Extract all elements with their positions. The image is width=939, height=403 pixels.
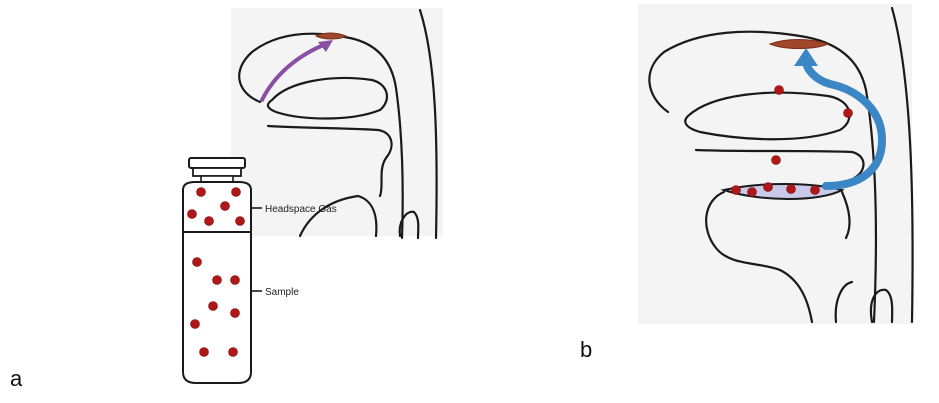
head-a	[231, 8, 443, 238]
sample-molecule	[231, 276, 240, 285]
headspace-molecule	[197, 188, 206, 197]
sample-molecule	[229, 348, 238, 357]
airborne-molecule	[772, 156, 781, 165]
sample-molecule	[193, 258, 202, 267]
panel-a-label: a	[10, 366, 22, 392]
headspace-gas-label: Headspace Gas	[265, 204, 337, 215]
sample-molecule	[191, 320, 200, 329]
airborne-molecule	[775, 86, 784, 95]
airborne-molecule	[844, 109, 853, 118]
panel-b-label: b	[580, 337, 592, 363]
sample-molecule	[213, 276, 222, 285]
mouth-molecule	[764, 183, 773, 192]
sample-molecule	[200, 348, 209, 357]
mouth-molecule	[732, 186, 741, 195]
sample-molecule	[209, 302, 218, 311]
sample-label: Sample	[265, 287, 299, 298]
headspace-molecule	[205, 217, 214, 226]
mouth-molecule	[748, 188, 757, 197]
sample-molecule	[231, 309, 240, 318]
headspace-molecule	[188, 210, 197, 219]
mouth-molecule	[811, 186, 820, 195]
headspace-molecule	[221, 202, 230, 211]
headspace-molecule	[236, 217, 245, 226]
vial-cap-ring	[193, 168, 241, 176]
mouth-molecule	[787, 185, 796, 194]
head-b	[638, 4, 913, 324]
vial-cap	[189, 158, 245, 168]
headspace-molecule	[232, 188, 241, 197]
